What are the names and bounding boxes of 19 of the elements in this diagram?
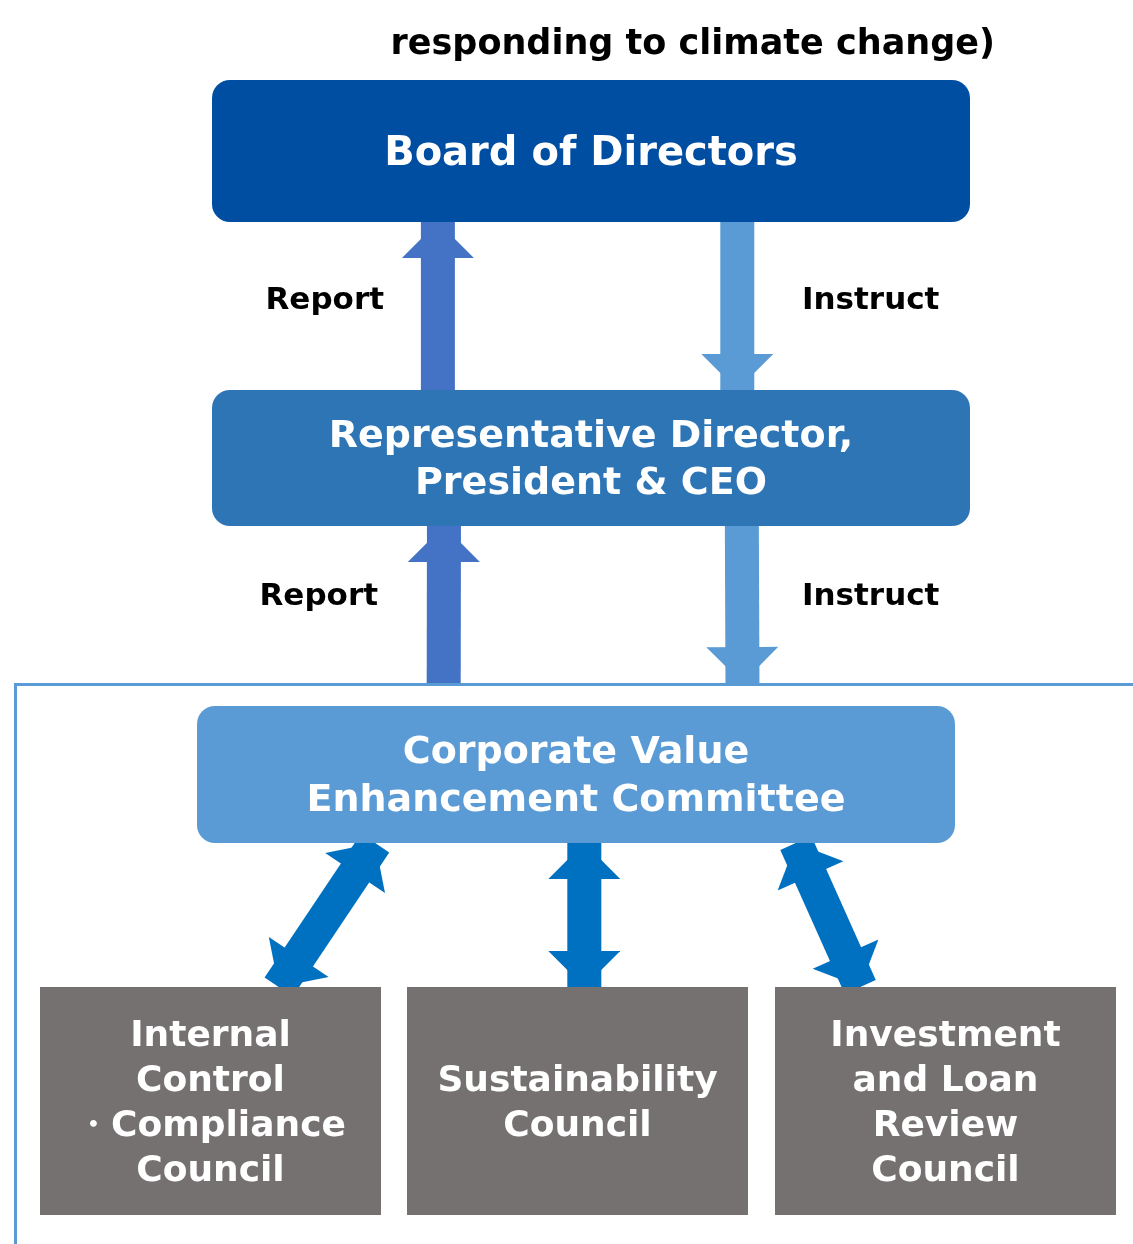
box-label: Investment and Loan Review Council bbox=[829, 1012, 1062, 1191]
box-label: Representative Director, President & CEO bbox=[327, 410, 855, 505]
box-label: Sustainability Council bbox=[436, 1057, 719, 1146]
org-box bbox=[197, 706, 955, 843]
block-arrow bbox=[706, 525, 779, 684]
box-label: Board of Directors bbox=[384, 127, 798, 176]
org-box bbox=[212, 80, 970, 222]
block-arrow bbox=[401, 222, 474, 390]
box-label: Corporate Value Enhancement Committee bbox=[305, 727, 847, 822]
heading-text: responding to climate change) bbox=[390, 22, 995, 62]
org-box bbox=[40, 987, 381, 1215]
box-label: Internal Control ・Compliance Council bbox=[74, 1012, 347, 1191]
block-arrow bbox=[548, 843, 621, 987]
block-arrow bbox=[407, 525, 480, 683]
frame-outline bbox=[14, 683, 1133, 1244]
org-box bbox=[775, 987, 1116, 1215]
org-box bbox=[407, 987, 748, 1215]
block-arrow bbox=[701, 222, 774, 390]
org-box bbox=[212, 390, 970, 526]
